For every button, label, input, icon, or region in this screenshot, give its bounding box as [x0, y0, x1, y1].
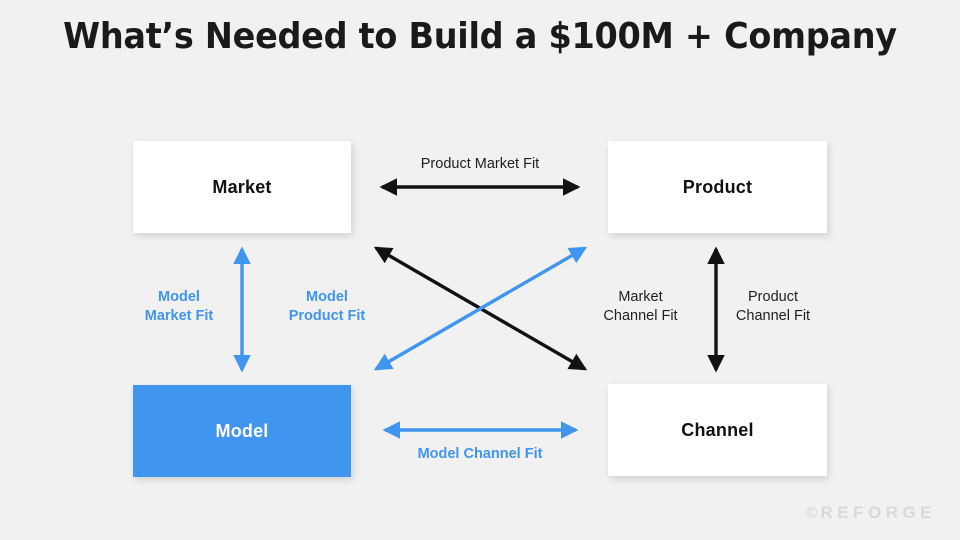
page-title: What’s Needed to Build a $100M + Company — [63, 16, 897, 57]
brand-name: REFORGE — [820, 503, 936, 522]
node-box-market[interactable]: Market — [133, 141, 351, 233]
edge-label-product-channel-fit: Product Channel Fit — [735, 289, 811, 325]
edge-label-model-market-fit: Model Market Fit — [144, 289, 214, 325]
node-box-model[interactable]: Model — [133, 385, 351, 477]
copyright-icon: © — [805, 505, 821, 522]
node-label-channel: Channel — [681, 419, 754, 440]
edge-label-model-channel-fit: Model Channel Fit — [417, 446, 543, 462]
edge-label-model-product-fit: Model Product Fit — [288, 289, 366, 325]
edge-label-market-channel-fit: Market Channel Fit — [603, 289, 678, 325]
node-box-channel[interactable]: Channel — [608, 384, 827, 476]
node-box-product[interactable]: Product — [608, 141, 827, 233]
edge-label-product-market-fit: Product Market Fit — [420, 156, 540, 172]
reforge-logo: ©REFORGE — [806, 503, 936, 523]
node-label-product: Product — [682, 176, 753, 197]
arrow-model-product-fit — [373, 246, 588, 371]
node-label-model: Model — [215, 420, 269, 441]
arrow-market-channel-fit — [373, 246, 588, 371]
node-label-market: Market — [212, 176, 272, 197]
